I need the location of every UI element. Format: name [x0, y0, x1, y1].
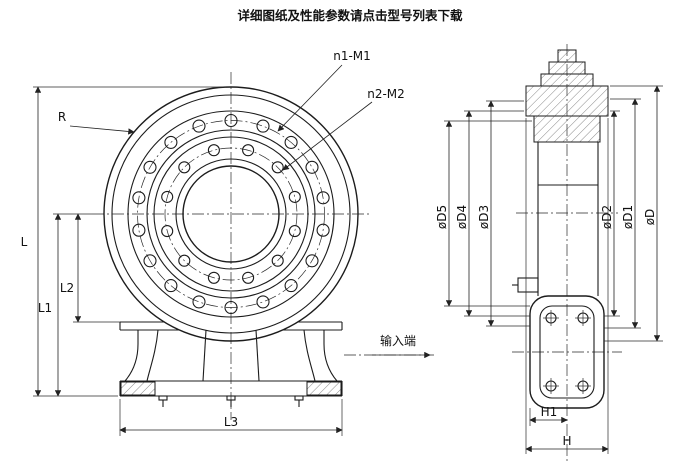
label-input-end: 输入端: [380, 333, 416, 348]
dim-label-L1: L1: [38, 301, 52, 315]
dimension-L2: L2: [60, 213, 120, 323]
dimension-D5: øD5: [435, 120, 453, 307]
label-inner-bolt-pattern: n2-M2: [367, 87, 405, 101]
dimension-L: L: [21, 86, 226, 397]
outer-bolt-callout: n1-M1: [277, 49, 371, 132]
page-title: 详细图纸及性能参数请点击型号列表下载: [237, 8, 463, 23]
dim-label-L3: L3: [224, 415, 238, 429]
front-centerlines: [92, 72, 372, 420]
bearing-rings: [103, 86, 359, 342]
dim-label-H: H: [562, 434, 571, 448]
dimension-D3: øD3: [477, 100, 495, 327]
dimension-H: H: [525, 118, 609, 454]
dim-label-D5: øD5: [435, 205, 449, 229]
dimension-D4: øD4: [455, 110, 473, 317]
dim-label-D1: øD1: [621, 205, 635, 229]
dim-label-D: øD: [643, 209, 657, 226]
inner-bolt-holes: [161, 144, 301, 284]
dim-label-D4: øD4: [455, 205, 469, 229]
dimension-L1: L1: [38, 213, 92, 397]
base-housing: [119, 321, 343, 407]
outer-bolt-holes: [132, 113, 330, 315]
dim-label-L2: L2: [60, 281, 74, 295]
flange-section: [525, 49, 609, 143]
dim-label-D2: øD2: [600, 205, 614, 229]
radius-callout: R: [58, 110, 135, 135]
label-radius: R: [58, 110, 66, 124]
dim-label-H1: H1: [541, 405, 558, 419]
ring-body: [512, 142, 599, 296]
dim-label-D3: øD3: [477, 205, 491, 229]
input-end-callout: 输入端: [344, 333, 434, 359]
dimension-D1: øD1: [621, 98, 639, 329]
side-view: øD5 øD4 øD3 øD2 øD1 øD H1: [435, 44, 663, 462]
inner-bolt-callout: n2-M2: [282, 87, 405, 171]
front-view: L L1 L2 L3 R n1-M1: [21, 49, 434, 436]
dimension-D: øD: [643, 85, 661, 342]
dim-label-L: L: [21, 235, 28, 249]
dimension-L3: L3: [119, 399, 343, 436]
housing-bolts: [543, 310, 591, 394]
worm-housing: [529, 295, 605, 409]
dimension-D2: øD2: [600, 110, 618, 317]
label-outer-bolt-pattern: n1-M1: [333, 49, 371, 63]
dimension-H1: H1: [529, 405, 568, 426]
